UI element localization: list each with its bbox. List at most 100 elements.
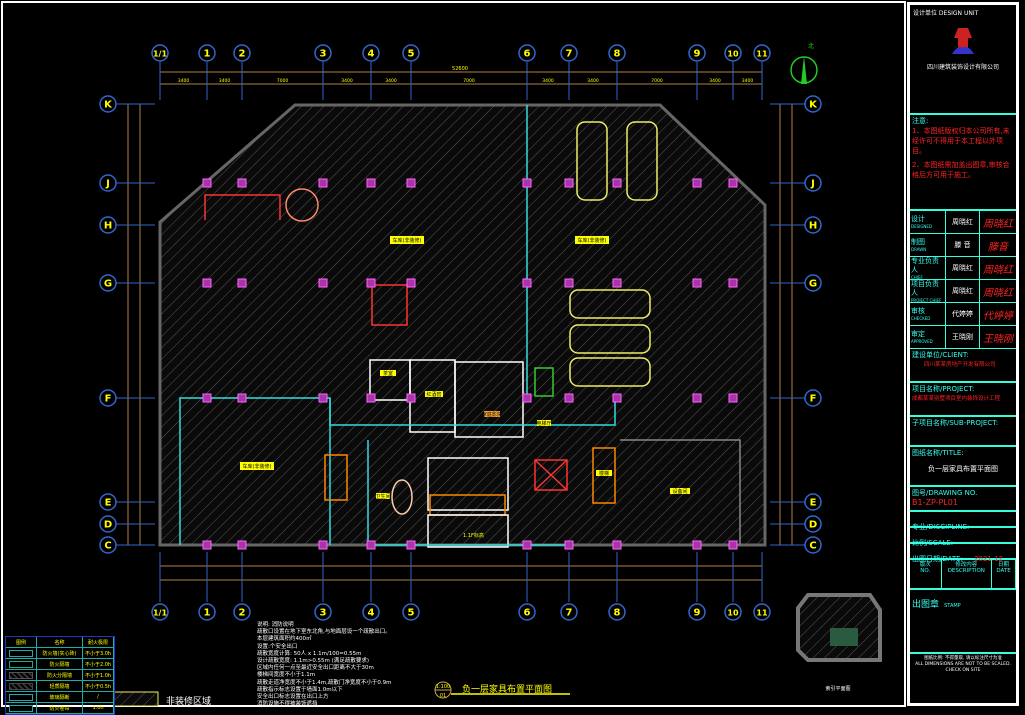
column — [612, 393, 622, 403]
axis-label: 1 — [204, 49, 211, 60]
column — [522, 393, 532, 403]
dimension-text: 3400 — [385, 78, 397, 84]
axis-bubble — [518, 603, 536, 621]
title-block: 设计单位 DESIGN UNIT 四川建筑装饰设计有限公司 注意: 1、本图纸版… — [907, 2, 1019, 706]
staff-name: 王晓刚 — [946, 326, 980, 348]
column — [237, 540, 247, 550]
car — [626, 121, 658, 201]
staff-role: 设计 — [911, 215, 925, 223]
axis-label: 3 — [320, 608, 327, 619]
legend-rating: 1.0h — [83, 703, 114, 713]
note-line: 疏散走道净宽度不小于1.4m,疏散门净宽度不小于0.9m — [257, 679, 392, 686]
legend-name: 防火墙(实心砖) — [37, 648, 83, 658]
staff-role-en: DESIGNED — [911, 224, 933, 229]
staff-role-en: CHIEF — [911, 274, 923, 280]
column — [406, 540, 416, 550]
room-label: 车库(非装修) — [243, 463, 272, 470]
drawing-title: 1:100 01 负一层家具布置平面图 — [434, 681, 570, 699]
column — [522, 178, 532, 188]
axis-label: D — [809, 520, 817, 531]
column — [612, 540, 622, 550]
axis-bubble — [314, 603, 332, 621]
svg-text:北: 北 — [808, 42, 814, 50]
axis-bubble — [314, 44, 332, 62]
legend-name: 玻璃隔断 — [37, 692, 83, 702]
axis-label: 9 — [694, 608, 701, 619]
dimension-text: 3400 — [178, 78, 190, 84]
cars — [569, 121, 658, 387]
column — [366, 540, 376, 550]
room-label: 茶室 — [383, 370, 393, 377]
axis-bubble — [608, 44, 626, 62]
axis-label: E — [810, 498, 817, 509]
north-arrow: 北 — [790, 42, 818, 84]
column — [202, 178, 212, 188]
axis-bubble — [804, 274, 822, 292]
axis-label: 10 — [727, 609, 739, 618]
axis-bubble — [198, 603, 216, 621]
legend-rating: 不小于1.0h — [83, 670, 114, 680]
notes: 说明: 消防说明 疏散口设置在地下室东北角,与地面层设一个疏散出口。本层建筑面积… — [257, 622, 392, 708]
room-label: 红酒窖 — [426, 391, 441, 398]
axis-bubble — [99, 174, 117, 192]
company-logo-icon — [952, 28, 974, 54]
axis-label: 1/1 — [153, 50, 167, 59]
axis-label: 5 — [408, 608, 415, 619]
car — [569, 289, 651, 319]
signature: 代婷婷 — [983, 310, 1013, 322]
column — [522, 540, 532, 550]
column — [318, 278, 328, 288]
axis-label: 6 — [524, 608, 531, 619]
axis-label: 4 — [368, 49, 375, 60]
axis-bubble — [753, 44, 771, 62]
axis-label: H — [104, 221, 112, 232]
car — [569, 357, 651, 387]
column — [612, 178, 622, 188]
axis-label: K — [104, 100, 113, 111]
room-labels: 车库(非装修) 车库(非装修) 车库(非装修) 家庭影院 红酒窖 电梯厅 卫生间… — [240, 236, 690, 539]
signature: 周晓红 — [983, 218, 1013, 230]
column — [366, 393, 376, 403]
axis-label: G — [104, 279, 112, 290]
axis-bubble — [804, 95, 822, 113]
axis-label: D — [104, 520, 112, 531]
axis-bubble — [804, 493, 822, 511]
axis-label: G — [809, 279, 817, 290]
staff-role: 审定 — [911, 330, 925, 338]
axis-bubble — [724, 44, 742, 62]
column — [318, 393, 328, 403]
column — [692, 278, 702, 288]
legend-swatch — [9, 671, 33, 679]
legend-swatch — [9, 704, 33, 712]
axis-label: 5 — [408, 49, 415, 60]
axis-label: J — [810, 179, 815, 190]
axis-bubble — [804, 515, 822, 533]
axis-bubble — [724, 603, 742, 621]
non-decor-label: 非装修区域 — [166, 695, 211, 707]
note-line: 安全出口标志设置在出口上方 — [257, 694, 329, 701]
legend-name: 轻质隔墙 — [37, 681, 83, 691]
overall-dimension: 52600 — [452, 66, 468, 72]
axis-bubble — [151, 44, 169, 62]
axis-bubble — [518, 44, 536, 62]
axis-label: C — [809, 541, 816, 552]
svg-text:01: 01 — [440, 693, 446, 699]
staff-role-en: DRAWN — [911, 247, 927, 252]
axis-label: 9 — [694, 49, 701, 60]
note-line: 疏散口设置在地下室东北角,与地面层设一个疏散出口。 — [257, 629, 391, 636]
legend-swatch — [9, 649, 33, 657]
dimension-text: 3400 — [219, 78, 231, 84]
columns — [202, 178, 738, 550]
axis-label: F — [105, 394, 112, 405]
column — [237, 278, 247, 288]
note-line: 区域内任何一点至最近安全出口距离不大于30m — [257, 665, 374, 672]
